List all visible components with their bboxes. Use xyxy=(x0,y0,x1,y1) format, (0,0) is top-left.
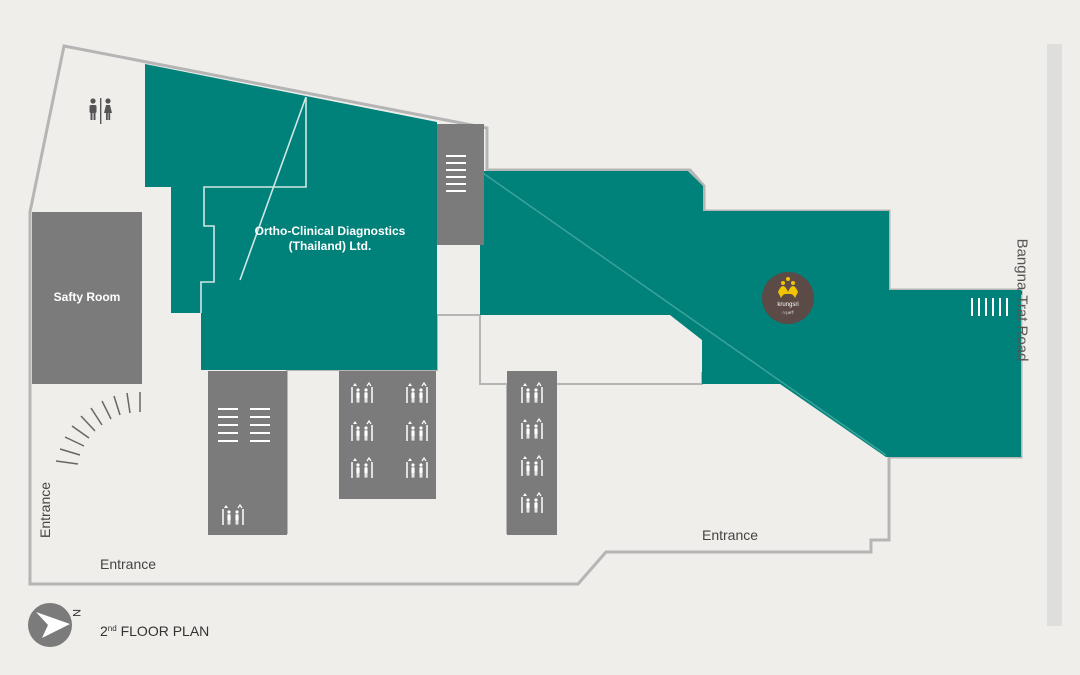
bank-logo-icon xyxy=(762,272,814,324)
entrance-label-south: Entrance xyxy=(100,556,157,572)
tenant-label-ortho: Ortho-Clinical Diagnostics (Thailand) Lt… xyxy=(250,224,410,254)
floor-number: 2 xyxy=(100,623,108,639)
bangna-trat-road xyxy=(1047,44,1062,626)
tenant-diagonal xyxy=(479,170,887,456)
stairs-icon xyxy=(446,155,466,192)
tenant-area-bank xyxy=(480,171,1021,457)
entrance-label-west: Entrance xyxy=(37,481,53,539)
stairs-icon xyxy=(971,298,1008,316)
road-label: Bangna-Trat Road xyxy=(1013,238,1031,362)
tenant-area-ortho xyxy=(145,64,437,370)
safety-room-block xyxy=(32,212,142,384)
floor-plan-title: 2nd FLOOR PLAN xyxy=(100,623,209,639)
stairs-icon xyxy=(218,408,270,442)
tenant-partition xyxy=(200,96,307,313)
floor-title-text: FLOOR PLAN xyxy=(116,623,210,639)
floor-ordinal: nd xyxy=(107,624,117,633)
bank-logo-badge: krungsri กรุงศรี xyxy=(762,272,814,324)
escalator-icon xyxy=(55,392,141,465)
service-core-left xyxy=(208,371,287,535)
safety-room-label: Safty Room xyxy=(53,290,121,304)
bank-logo-name: krungsri xyxy=(777,302,799,308)
tenant-name-line2: (Thailand) Ltd. xyxy=(288,239,372,253)
compass-icon: N xyxy=(28,603,82,647)
bank-logo-sub: กรุงศรี xyxy=(782,310,794,315)
tenant-name-line1: Ortho-Clinical Diagnostics xyxy=(254,224,406,238)
elevator-core-right xyxy=(507,371,557,535)
north-marker: N xyxy=(70,609,82,617)
restroom-icon xyxy=(89,98,112,124)
entrance-label-east: Entrance xyxy=(702,527,759,543)
